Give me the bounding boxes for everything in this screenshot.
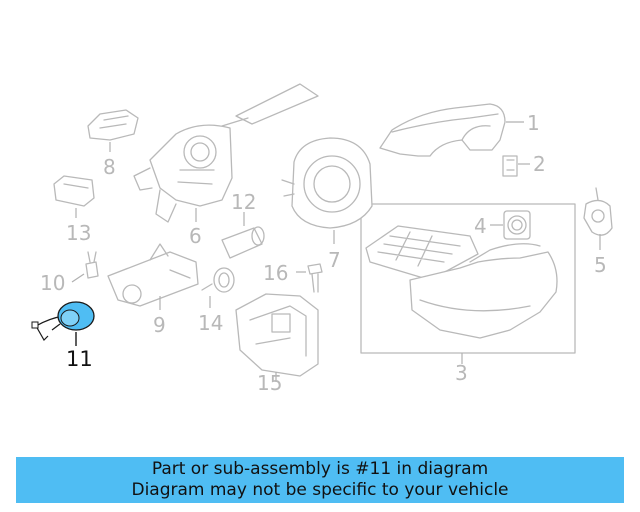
callout-4: 4 [474, 214, 487, 238]
callout-16: 16 [263, 261, 288, 285]
callout-15: 15 [257, 371, 282, 395]
part-11-highlighted[interactable] [31, 301, 95, 341]
notice-banner: Part or sub-assembly is #11 in diagram D… [16, 457, 624, 503]
callout-8: 8 [103, 155, 116, 179]
callout-7: 7 [328, 248, 341, 272]
part-9-lock-housing[interactable] [107, 243, 199, 307]
callout-11: 11 [66, 347, 93, 371]
callout-1: 1 [527, 111, 540, 135]
part-14-ring[interactable] [201, 267, 235, 293]
callout-6: 6 [189, 224, 202, 248]
callout-14: 14 [198, 311, 223, 335]
callout-line-10 [71, 273, 85, 283]
part-7-clock-spring[interactable] [281, 137, 373, 229]
part-2-clip[interactable] [502, 155, 518, 177]
part-3-lower-cover-assembly[interactable] [360, 203, 576, 354]
parts-diagram: 1 2 3 4 5 6 [31, 83, 613, 395]
part-5-bracket[interactable] [583, 187, 613, 236]
part-12-cylinder[interactable] [221, 226, 265, 259]
part-10-bolt[interactable] [85, 251, 99, 279]
part-13-connector[interactable] [53, 175, 95, 207]
part-1-upper-cover[interactable] [379, 103, 506, 157]
part-6-combination-switch[interactable] [133, 83, 319, 223]
callout-5: 5 [594, 253, 607, 277]
callout-9: 9 [153, 313, 166, 337]
part-16-screw[interactable] [307, 263, 323, 293]
part-8-module[interactable] [87, 109, 139, 141]
part-4-ring[interactable] [503, 210, 531, 240]
banner-line-2: Diagram may not be specific to your vehi… [131, 480, 509, 500]
callout-10: 10 [40, 271, 65, 295]
callout-12: 12 [231, 190, 256, 214]
part-15-control-unit[interactable] [235, 293, 319, 377]
banner-line-1: Part or sub-assembly is #11 in diagram [151, 459, 489, 479]
callout-13: 13 [66, 221, 91, 245]
callout-2: 2 [533, 152, 546, 176]
callout-3: 3 [455, 361, 468, 385]
